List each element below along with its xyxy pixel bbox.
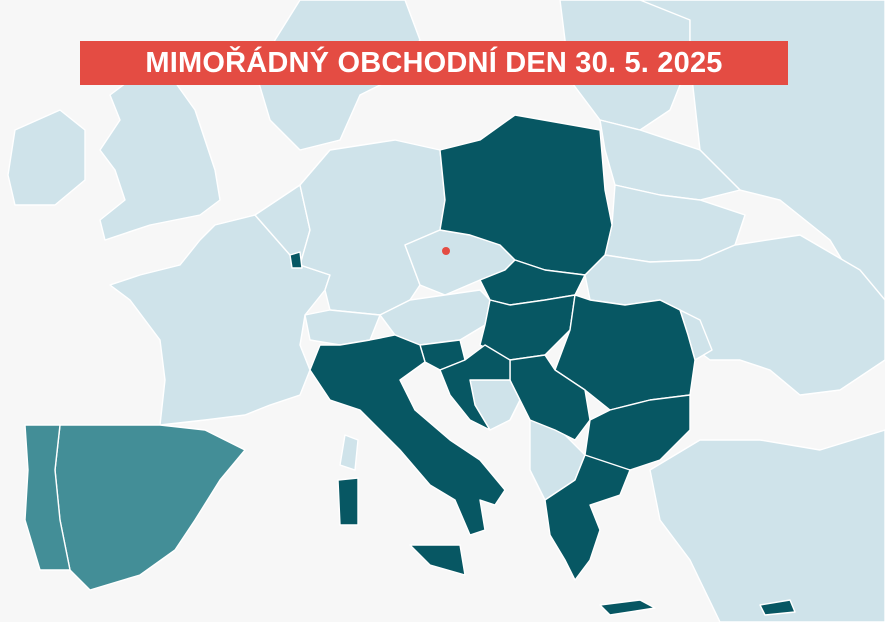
country-croatia [439,344,511,431]
country-portugal [24,424,71,571]
country-greece [544,454,631,581]
country-corsica [339,434,359,471]
country-italy [309,334,506,536]
country-ireland [7,109,86,206]
country-serbia-montenegro [509,354,591,441]
highlighted-countries [289,114,796,616]
country-luxembourg [289,251,303,269]
country-romania [554,294,696,411]
country-turkey [649,429,885,622]
country-germany [299,139,446,316]
title-banner: MIMOŘÁDNÝ OBCHODNÍ DEN 30. 5. 2025 [80,41,788,85]
page-title: MIMOŘÁDNÝ OBCHODNÍ DEN 30. 5. 2025 [145,46,723,79]
country-spain [54,424,246,591]
country-uk [99,74,221,241]
country-cyprus [759,599,796,616]
country-crete [599,599,656,616]
location-marker [442,247,450,255]
country-sardinia [337,477,359,526]
country-sicily [409,544,466,576]
iberia [24,424,246,591]
